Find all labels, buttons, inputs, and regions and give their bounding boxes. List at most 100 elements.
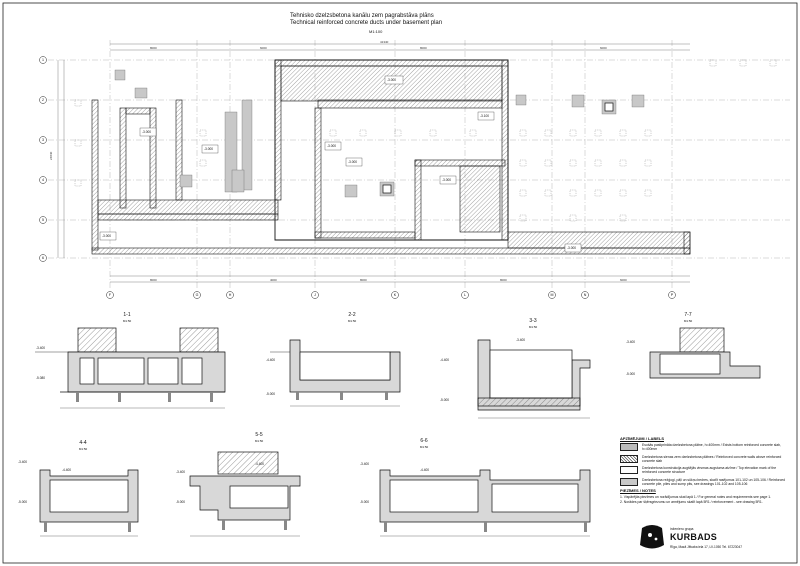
legend-item: Dzelzsbetona konstrukcija augšējās virsm… — [620, 466, 790, 475]
notes: PIEZĪMES / NOTES 1. Vispārējās piezīmes … — [620, 488, 790, 504]
axis-label-L: L — [464, 293, 466, 297]
company-address: Rīga, Mazā Jēkaba iela 17, LV-1050 Tel. … — [670, 545, 743, 549]
legend-swatch — [620, 466, 638, 474]
drawing-title: Tehnisko dzelzsbetona kanālu zem pagrabs… — [290, 13, 434, 19]
svg-text:8000: 8000 — [360, 278, 367, 282]
legend: APZĪMĒJUMI / LABELS Esošās pastiprināta … — [620, 436, 790, 489]
section-scale: M1:50 — [419, 445, 429, 449]
axis-label-5: 5 — [42, 218, 44, 222]
level-mark: -3.400 — [176, 470, 186, 474]
section-scale: M1:50 — [683, 319, 693, 323]
level-mark: -3.400 — [516, 338, 526, 342]
legend-item: Esošās pastiprināta dzelzsbetona plātne,… — [620, 443, 790, 452]
level-mark: -4.400 — [440, 358, 450, 362]
section-title-2-2: 2-2 — [348, 312, 356, 318]
legend-text: Dzelzsbetona konstrukcija augšējās virsm… — [642, 466, 777, 475]
section-title-1-1: 1-1 — [123, 312, 131, 318]
axis-label-M: M — [550, 293, 554, 297]
level-mark: -5.000 — [360, 500, 370, 504]
level-tag: -3.000 — [567, 246, 577, 250]
axis-label-F: F — [108, 293, 112, 297]
svg-text:8000: 8000 — [150, 278, 157, 282]
level-tag: -3.000 — [204, 147, 214, 151]
axis-label-H: H — [228, 293, 232, 297]
level-mark: -5.000 — [176, 500, 186, 504]
legend-swatch — [620, 454, 638, 463]
legend-swatch — [620, 477, 638, 486]
section-7-7 — [649, 327, 761, 379]
level-mark: -3.400 — [36, 346, 46, 350]
kurbads-logo — [640, 525, 664, 549]
axis-label-J: J — [314, 293, 316, 297]
section-scale: M1:50 — [528, 325, 538, 329]
level-tag: -3.000 — [348, 160, 358, 164]
level-mark: -3.400 — [360, 462, 370, 466]
axis-label-N: N — [583, 293, 587, 297]
company-tagline: inženieru grupa — [670, 527, 694, 531]
section-5-5 — [189, 451, 301, 537]
svg-text:8000: 8000 — [500, 278, 507, 282]
drawing-subtitle: Technical reinforced concrete ducts unde… — [290, 20, 443, 26]
section-scale: M1:50 — [122, 319, 132, 323]
svg-text:4000: 4000 — [270, 278, 277, 282]
section-scale: M1:50 — [254, 439, 264, 443]
notes-header: PIEZĪMES / NOTES — [620, 488, 656, 493]
section-4-4 — [39, 469, 139, 537]
svg-text:6000: 6000 — [260, 46, 267, 50]
section-scale: M1:50 — [347, 319, 357, 323]
level-mark: -3.400 — [18, 460, 28, 464]
axis-label-P: P — [670, 293, 674, 297]
axis-label-6: 6 — [42, 256, 44, 260]
section-6-6 — [379, 469, 591, 537]
legend-item: Dzelzsbetona režģogi, pāļi un sūkņu bedr… — [620, 477, 790, 487]
level-mark: -3.400 — [626, 340, 636, 344]
level-mark: -4.400 — [255, 462, 265, 466]
axis-label-1: 1 — [42, 58, 44, 62]
axis-label-3: 3 — [42, 138, 44, 142]
dim-top: 41340 — [380, 40, 389, 44]
section-1-1 — [35, 327, 226, 409]
note-item: 2. Norādes par šķērsgriezumu un armējumu… — [620, 499, 763, 504]
svg-text:6000: 6000 — [600, 46, 607, 50]
axis-label-2: 2 — [42, 98, 44, 102]
drawing-scale: M1:100 — [369, 29, 383, 34]
level-mark: -4.400 — [62, 468, 72, 472]
level-tag: -3.000 — [327, 144, 337, 148]
level-mark: -5.000 — [18, 500, 28, 504]
svg-text:8000: 8000 — [150, 46, 157, 50]
section-scale: M1:50 — [78, 447, 88, 451]
section-title-7-7: 7-7 — [684, 312, 692, 318]
level-tag: -3.100 — [480, 114, 490, 118]
section-title-3-3: 3-3 — [529, 318, 537, 324]
legend-text: Esošās pastiprināta dzelzsbetona plātne,… — [642, 443, 781, 452]
level-tag: -3.000 — [142, 130, 152, 134]
level-mark: -5.000 — [626, 372, 636, 376]
legend-swatch — [620, 443, 638, 451]
svg-text:6000: 6000 — [620, 278, 627, 282]
legend-item: Dzelzsbetona sienas zem dzelzsbetona plā… — [620, 454, 790, 464]
section-title-5-5: 5-5 — [255, 432, 263, 438]
level-tag: -3.000 — [387, 78, 397, 82]
axis-label-G: G — [195, 293, 199, 297]
section-3-3 — [477, 339, 591, 419]
level-mark: -5.000 — [440, 398, 450, 402]
legend-header: APZĪMĒJUMI / LABELS — [620, 436, 665, 441]
svg-text:8000: 8000 — [420, 46, 427, 50]
legend-text: Dzelzsbetona sienas zem dzelzsbetona plā… — [642, 454, 782, 463]
level-tag: -3.000 — [442, 178, 452, 182]
section-title-4-4: 4-4 — [79, 440, 87, 446]
level-mark: -5.000 — [266, 392, 276, 396]
section-title-6-6: 6-6 — [420, 438, 428, 444]
company-name: KURBADS — [670, 532, 718, 542]
axis-label-4: 4 — [42, 178, 44, 182]
legend-text: Dzelzsbetona režģogi, pāļi un sūkņu bedr… — [642, 477, 786, 486]
level-tag: -3.000 — [102, 234, 112, 238]
note-item: 1. Vispārējās piezīmes un norādījumus sk… — [620, 495, 772, 500]
level-mark: -4.400 — [266, 358, 276, 362]
level-mark: -4.400 — [420, 468, 430, 472]
level-mark: -5.080 — [36, 376, 46, 380]
